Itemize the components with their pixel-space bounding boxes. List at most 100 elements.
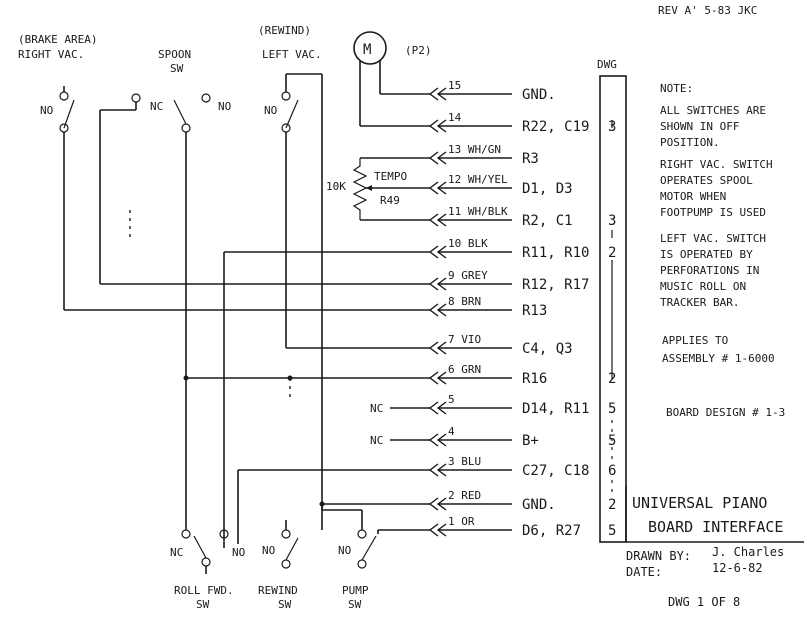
pot-value: 10K [326,180,346,193]
roll-fwd-label-1: ROLL FWD. [174,584,234,597]
pin-nc-4: NC [370,434,383,447]
spool-sw-label-1: SPOON [158,48,191,61]
note-line-9: IS OPERATED BY [660,248,753,261]
pin-dwg-3: 6 [608,463,616,479]
rewind-no-label: NO [262,544,275,557]
pump-switch: NO PUMP SW [338,510,379,611]
spool-switch: NC NO [131,93,231,380]
left-vac-label-2: LEFT VAC. [262,48,322,61]
motor-symbol: M [363,42,371,58]
drawn-by-value: J. Charles [712,545,784,559]
notes-heading: NOTE: [660,82,693,95]
connector-chevron-7 [428,341,439,355]
pot-name: TEMPO [374,170,407,183]
pin-destination-12: D1, D3 [522,181,573,197]
connector-chevron-6 [428,371,439,385]
dwg-column-label: DWG [597,58,617,71]
title-line-2: BOARD INTERFACE [648,518,783,536]
motor-plug-label: (P2) [405,44,432,57]
pump-no-label: NO [338,544,351,557]
pin-destination-5: D14, R11 [522,401,589,417]
pin-destination-3: C27, C18 [522,463,589,479]
pin-destination-1: D6, R27 [522,523,581,539]
tempo-potentiometer: 10K TEMPO R49 [326,157,430,221]
pump-label-1: PUMP [342,584,369,597]
pump-label-2: SW [348,598,362,611]
connector-chevron-9 [428,277,439,291]
pin-dwg-1: 5 [608,523,616,539]
drawn-by-label: DRAWN BY: [626,549,691,563]
pin-number-6: 6 GRN [448,363,481,376]
pin-destination-7: C4, Q3 [522,341,573,357]
dwg-number: DWG 1 OF 8 [668,595,740,609]
right-vac-label-1: (BRAKE AREA) [18,33,97,46]
pin-number-12: 12 WH/YEL [448,173,508,186]
pin-destination-4: B+ [522,433,539,449]
title-line-1: UNIVERSAL PIANO [632,494,767,512]
connector-chevron-12 [428,181,439,195]
note-line-12: TRACKER BAR. [660,296,739,309]
connector-chevron-8 [428,303,439,317]
pin-nc-5: NC [370,402,383,415]
spool-sw-label-2: SW [170,62,184,75]
pin-destination-9: R12, R17 [522,277,589,293]
pin-number-15: 15 [448,79,461,92]
pin-number-3: 3 BLU [448,455,481,468]
note-line-3: POSITION. [660,136,720,149]
right-vac-label-2: RIGHT VAC. [18,48,84,61]
pin-dwg-10: 2 [608,245,616,261]
connector-chevron-3 [428,463,439,477]
left-vac-switch: NO [264,73,323,530]
note-line-1: ALL SWITCHES ARE [660,104,766,117]
pin-destination-8: R13 [522,303,547,319]
rewind-label-2: SW [278,598,292,611]
pin-destination-14: R22, C19 [522,119,589,135]
left-vac-label-1: (REWIND) [258,24,311,37]
note-line-15: BOARD DESIGN # 1-3 [666,406,785,419]
note-line-7: FOOTPUMP IS USED [660,206,766,219]
connector-chevron-13 [428,151,439,165]
dwg-column-box [599,75,627,543]
roll-fwd-label-2: SW [196,598,210,611]
note-line-11: MUSIC ROLL ON [660,280,746,293]
pin-destination-10: R11, R10 [522,245,589,261]
pin-dwg-2: 2 [608,497,616,513]
pin-number-13: 13 WH/GN [448,143,501,156]
note-line-2: SHOWN IN OFF [660,120,739,133]
roll-fwd-switch: NC NO ROLL FWD. SW [170,529,245,611]
pin-number-9: 9 GREY [448,269,488,282]
motor: M (P2) [353,31,432,127]
date-label: DATE: [626,565,662,579]
pin-destination-15: GND. [522,87,556,103]
connector-chevron-10 [428,245,439,259]
spool-no-label: NO [218,100,231,113]
revision-label: REV A' 5-83 JKC [658,4,757,17]
pin-number-2: 2 RED [448,489,481,502]
note-line-4: RIGHT VAC. SWITCH [660,158,773,171]
roll-fwd-no-label: NO [232,546,245,559]
pin-destination-6: R16 [522,371,547,387]
note-line-10: PERFORATIONS IN [660,264,759,277]
pot-resistor: R49 [380,194,400,207]
pin-number-5: 5 [448,393,455,406]
connector-chevron-1 [428,523,439,537]
pin-number-14: 14 [448,111,462,124]
rewind-switch: NO REWIND SW [258,520,299,611]
note-line-6: MOTOR WHEN [660,190,726,203]
pin-number-11: 11 WH/BLK [448,205,508,218]
date-value: 12-6-82 [712,561,763,575]
note-line-13: APPLIES TO [662,334,728,347]
connector-chevron-2 [428,497,439,511]
pin-number-7: 7 VIO [448,333,481,346]
connector-chevron-5 [428,401,439,415]
right-vac-switch: NO [40,86,75,310]
note-line-14: ASSEMBLY # 1-6000 [662,352,775,365]
spool-nc-label: NC [150,100,163,113]
pin-number-10: 10 BLK [448,237,488,250]
connector-chevron-4 [428,433,439,447]
pin-destination-2: GND. [522,497,556,513]
pin-dwg-11: 3 [608,213,616,229]
connector-chevron-11 [428,213,439,227]
